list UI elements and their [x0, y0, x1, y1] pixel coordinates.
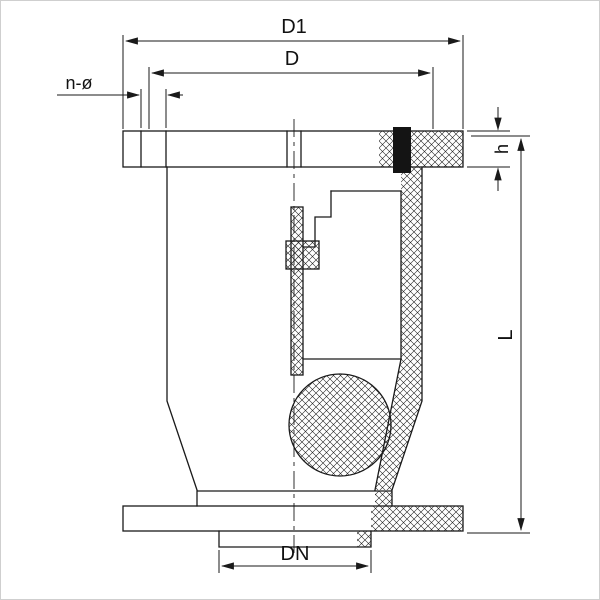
bottom-flange-section-hatch [371, 506, 463, 531]
dim-label-h: h [492, 144, 512, 154]
bolt-hole-left [140, 130, 167, 168]
dim-label-d: D [285, 48, 299, 70]
dim-label-dn: DN [281, 543, 310, 565]
right-wall-section-hatch [375, 167, 422, 490]
bottom-neck [218, 530, 372, 548]
hub-right-section-hatch [375, 491, 392, 506]
flange-center-boss [286, 130, 302, 168]
dim-label-l: L [495, 329, 517, 340]
dim-n-phi: n-ø [57, 73, 183, 128]
dim-dn: DN [218, 543, 372, 573]
body-right-wall [391, 166, 423, 491]
dim-h: h [467, 107, 512, 191]
body-left-wall [166, 166, 198, 491]
hub-top-edge [196, 490, 393, 507]
dim-d1: D1 [122, 16, 464, 129]
stem-nut-section [285, 240, 320, 270]
dim-d: D [148, 48, 434, 129]
top-flange-section-hatch [379, 131, 463, 167]
dimensions: D1 D n-ø h L [57, 16, 530, 573]
dim-label-d1: D1 [281, 16, 307, 38]
top-flange [122, 130, 464, 168]
stem-section [290, 206, 304, 376]
dim-label-n-phi: n-ø [66, 73, 93, 93]
section-hatching [357, 131, 463, 547]
pilot-step-profile [302, 190, 332, 248]
dim-l: L [467, 135, 530, 534]
float-ball-section [288, 373, 392, 477]
bolt-section [393, 127, 411, 173]
valve-outline [122, 119, 464, 557]
bottom-flange [122, 505, 464, 532]
neck-wall-section-hatch [357, 531, 371, 547]
